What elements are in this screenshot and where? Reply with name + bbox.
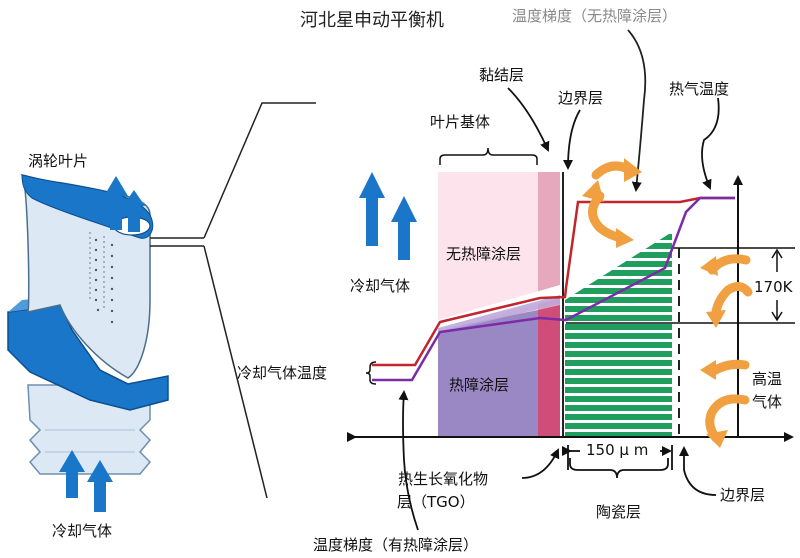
turbine-blade-illustration	[7, 173, 169, 512]
zoom-lines	[150, 102, 316, 499]
label-temp-gradient-tbc: 温度梯度（有热障涂层）	[313, 536, 479, 554]
label-blade-substrate: 叶片基体	[430, 113, 491, 131]
label-150um: 150 μ m	[586, 441, 649, 459]
label-boundary-layer-top: 边界层	[558, 89, 604, 107]
bottom-cooling-arrows	[59, 450, 113, 512]
substrate-tbc-region	[438, 310, 538, 437]
temp-line-no-tbc	[372, 196, 735, 367]
label-temp-gradient-no-tbc: 温度梯度（无热障涂层）	[512, 7, 678, 25]
blade-platform	[7, 304, 169, 411]
page-title: 河北星申动平衡机	[300, 10, 444, 31]
label-hot-gas-temp: 热气温度	[669, 80, 730, 98]
label-tgo-line2: 层（TGO）	[397, 493, 475, 511]
label-diagram-cooling-gas: 冷却气体	[350, 277, 411, 295]
label-turbine-blade: 涡轮叶片	[28, 152, 89, 170]
label-tgo-line1: 热生长氧化物	[398, 470, 489, 488]
label-cooling-gas-temp: 冷却气体温度	[237, 364, 328, 382]
label-cooling-gas-bottom: 冷却气体	[52, 522, 113, 540]
label-hot-gas-2: 气体	[752, 393, 783, 411]
label-no-tbc: 无热障涂层	[446, 245, 522, 263]
label-bond-coat: 黏结层	[479, 66, 525, 84]
diagram-cooling-arrows	[359, 172, 417, 260]
label-hot-gas-1: 高温	[752, 370, 783, 388]
blade-cooling-arrows	[104, 176, 145, 232]
k170-bracket	[566, 247, 795, 324]
substrate-bracket	[439, 147, 538, 165]
label-170k: 170K	[754, 278, 793, 296]
ceramic-layer	[565, 234, 672, 437]
label-tbc: 热障涂层	[449, 376, 510, 394]
temp-line-with-tbc	[372, 196, 735, 382]
label-boundary-layer-bottom: 边界层	[720, 486, 766, 504]
label-ceramic-layer: 陶瓷层	[596, 503, 642, 521]
